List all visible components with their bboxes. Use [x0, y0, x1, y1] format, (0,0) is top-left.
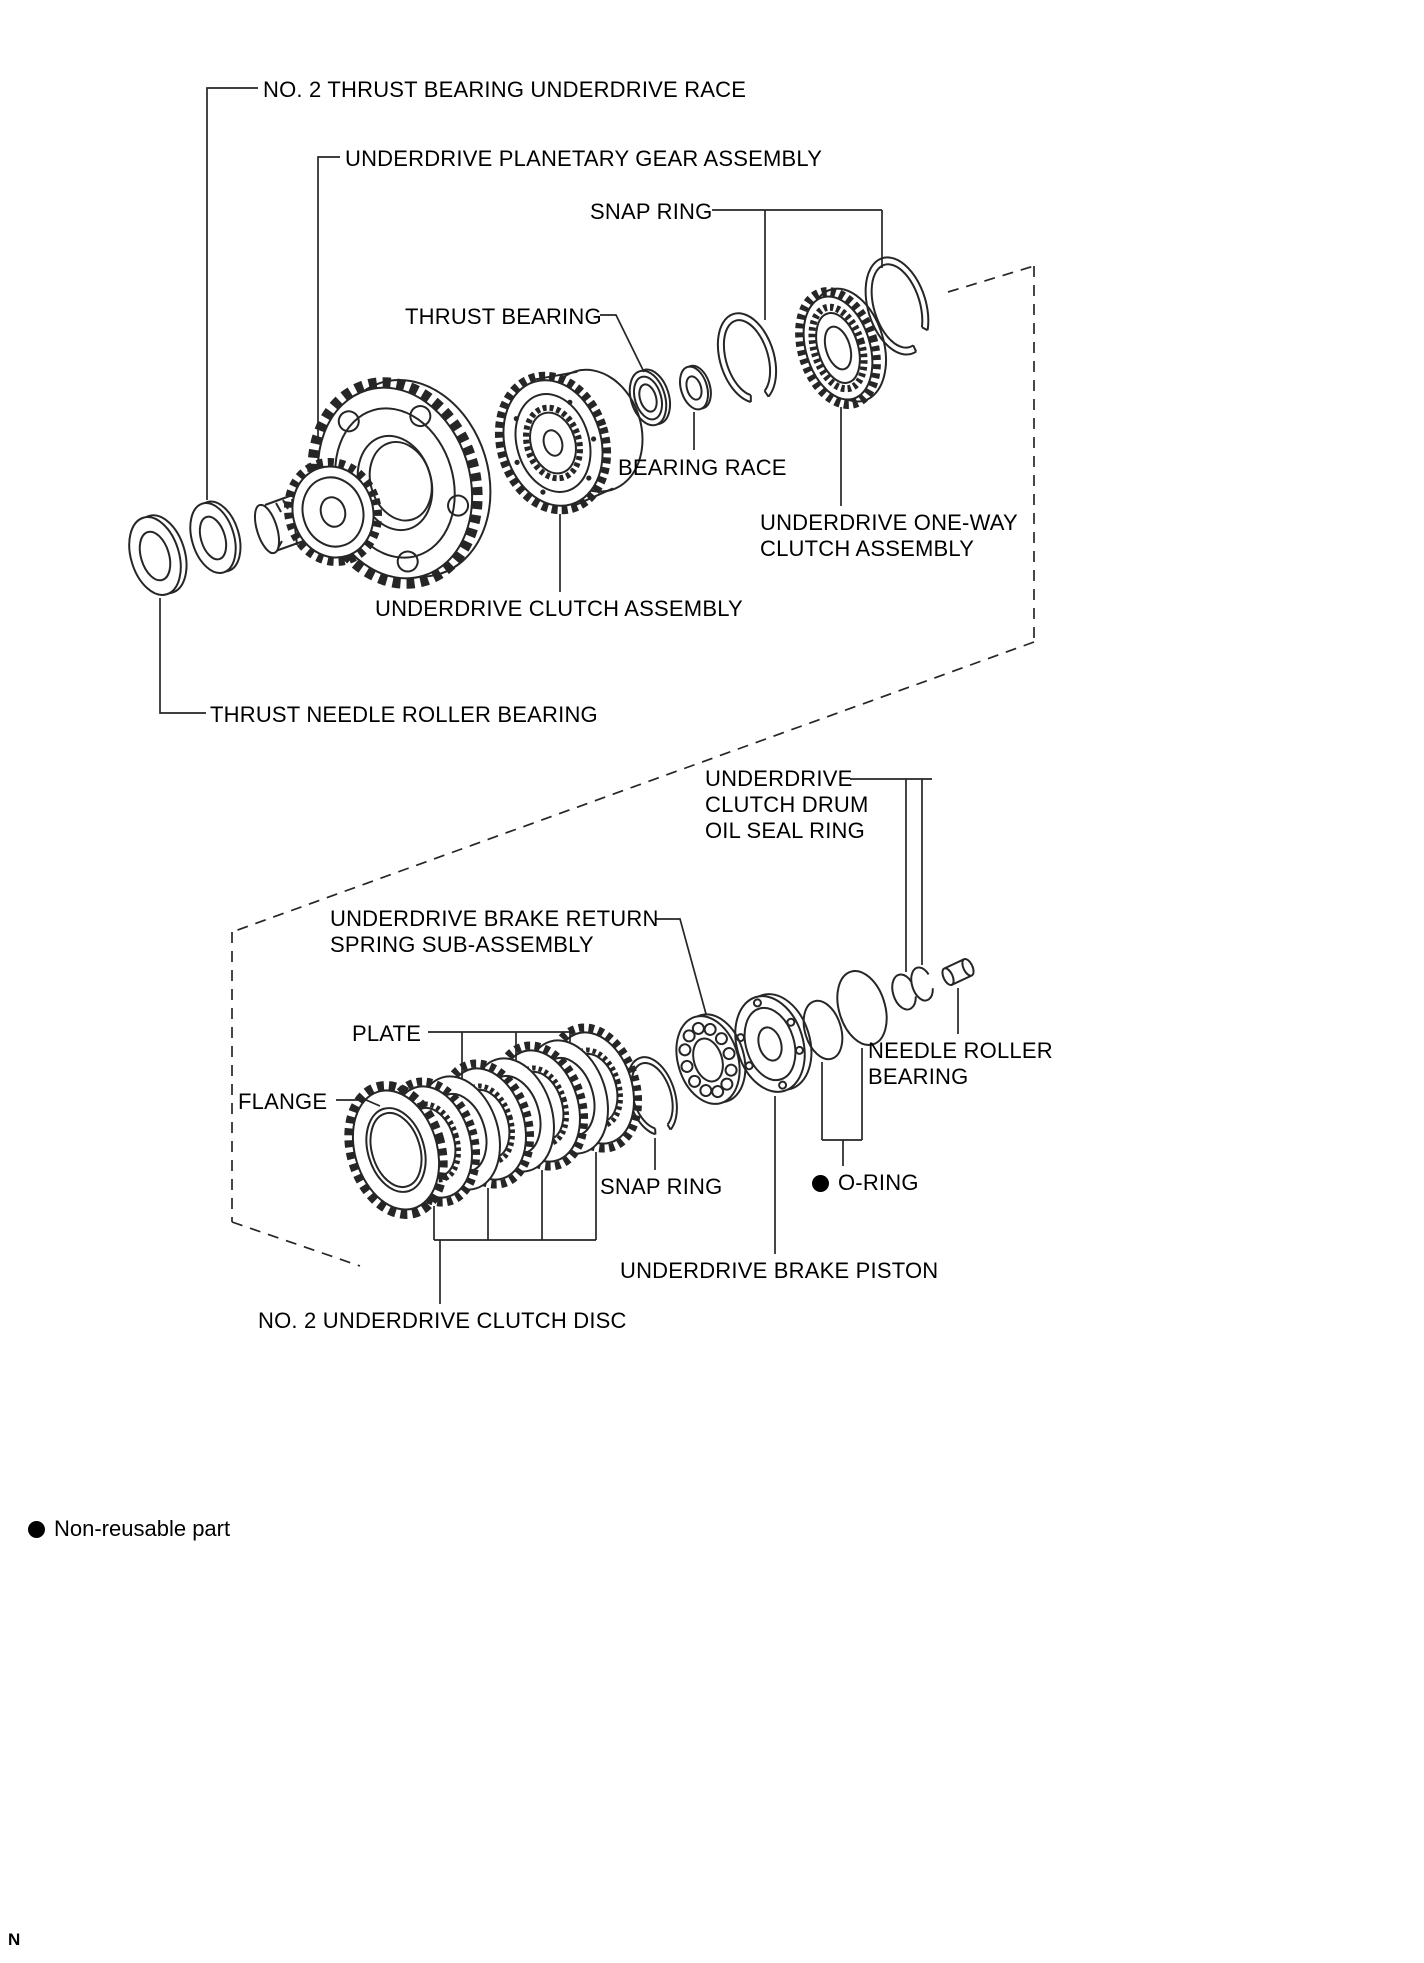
leader-lines [159, 87, 959, 1304]
leader-thrust-needle [159, 598, 206, 714]
non-reusable-dot-icon [28, 1521, 45, 1538]
o-ring-large-drawing [836, 970, 888, 1046]
label-no2-thrust-bearing-underdrive-race: NO. 2 THRUST BEARING UNDERDRIVE RACE [263, 77, 747, 102]
o-ring-small-drawing [802, 999, 844, 1061]
snap-ring-upper-right-drawing [864, 256, 930, 356]
label-underdrive-clutch-drum-oil-seal-ring: UNDERDRIVE CLUTCH DRUM OIL SEAL RING [705, 766, 869, 843]
non-reusable-dot-icon [812, 1175, 829, 1192]
legend-text: Non-reusable part [54, 1516, 231, 1541]
leader-planetary [317, 156, 340, 440]
leader-clutch-disc [433, 1152, 597, 1304]
leader-oil-seal-ring [850, 778, 932, 972]
label-underdrive-one-way-clutch-assembly: UNDERDRIVE ONE-WAY CLUTCH ASSEMBLY [760, 510, 1018, 561]
page-mark: N [8, 1930, 21, 1949]
label-underdrive-planetary-gear-assembly: UNDERDRIVE PLANETARY GEAR ASSEMBLY [345, 146, 823, 171]
leader-race [206, 87, 258, 500]
one-way-clutch-drawing [795, 287, 887, 409]
label-underdrive-brake-piston: UNDERDRIVE BRAKE PISTON [620, 1258, 939, 1283]
label-no2-underdrive-clutch-disc: NO. 2 UNDERDRIVE CLUTCH DISC [258, 1308, 627, 1333]
label-underdrive-clutch-assembly: UNDERDRIVE CLUTCH ASSEMBLY [375, 596, 743, 621]
flange-drawing [344, 1081, 448, 1219]
snap-ring-upper-left-drawing [716, 312, 778, 403]
sun-gear-drawing [283, 457, 383, 567]
label-o-ring: O-RING [812, 1170, 919, 1196]
leader-plate [428, 1031, 571, 1078]
label-thrust-needle-roller-bearing: THRUST NEEDLE ROLLER BEARING [210, 702, 598, 727]
snap-ring-lower-drawing [626, 1056, 678, 1136]
needle-roller-bearing-drawing [941, 957, 975, 987]
leader-return-spring [655, 918, 707, 1015]
leader-thrust-bearing [600, 314, 645, 373]
legend-non-reusable-part: Non-reusable part [28, 1516, 230, 1542]
thrust-bearing-drawing [628, 368, 672, 427]
label-o-ring-text: O-RING [838, 1170, 919, 1195]
label-bearing-race: BEARING RACE [618, 455, 787, 480]
oil-seal-ring-drawing [891, 973, 917, 1011]
label-needle-roller-bearing: NEEDLE ROLLER BEARING [868, 1038, 1053, 1089]
label-snap-ring-upper: SNAP RING [590, 199, 713, 224]
label-plate: PLATE [352, 1021, 422, 1046]
leader-flange [336, 1099, 381, 1107]
label-thrust-bearing: THRUST BEARING [405, 304, 602, 329]
label-snap-ring-lower: SNAP RING [600, 1174, 723, 1199]
dashed-boundary-line [231, 265, 1035, 1267]
planetary-gear-assembly-drawing [253, 377, 492, 589]
label-underdrive-brake-return-spring-sub-assembly: UNDERDRIVE BRAKE RETURN SPRING SUB-ASSEM… [330, 906, 659, 957]
leader-o-ring [821, 1048, 863, 1166]
return-spring-drawing [675, 1013, 747, 1105]
label-flange: FLANGE [238, 1089, 328, 1114]
bearing-race-drawing [679, 364, 712, 411]
oil-seal-ring-drawing [910, 966, 934, 1002]
underdrive-race-drawing [189, 500, 242, 574]
leader-snap-ring-upper [712, 209, 883, 320]
brake-piston-drawing [734, 993, 813, 1093]
thrust-needle-roller-bearing-drawing [128, 514, 188, 596]
